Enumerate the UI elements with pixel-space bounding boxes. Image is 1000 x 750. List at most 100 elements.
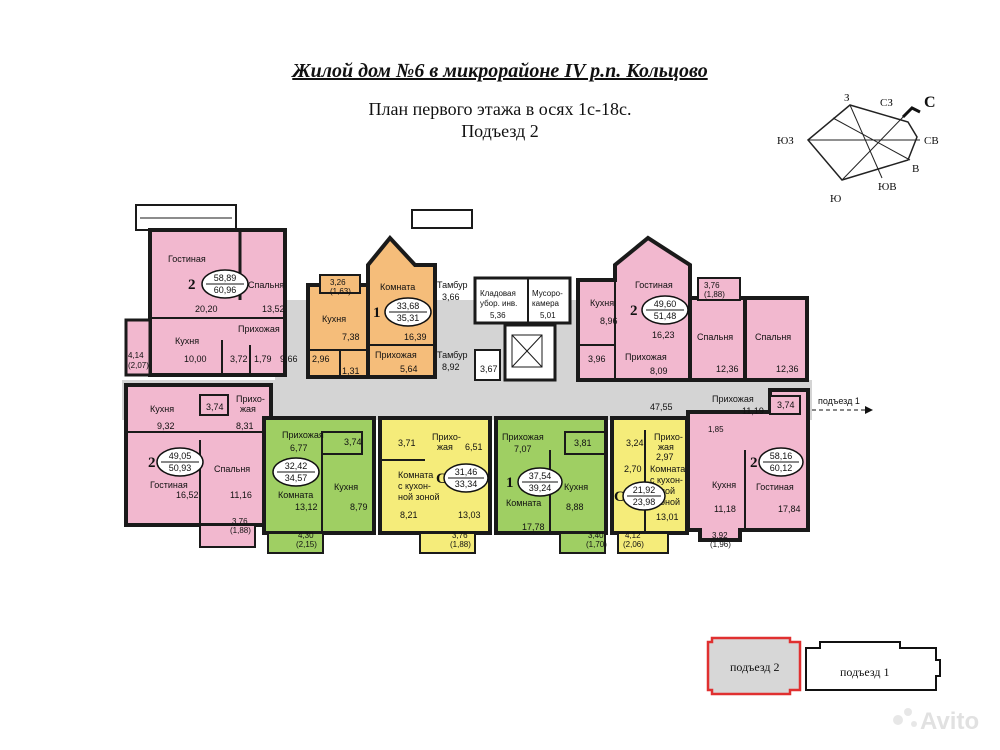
label-musor-1: Мусоро- — [532, 289, 563, 298]
label-kuhnya-orange: Кухня — [322, 314, 346, 324]
label-prihozhaya-2: Прихожая — [375, 350, 417, 360]
svg-text:1: 1 — [506, 475, 514, 491]
area-a9-gost: 17,84 — [778, 504, 801, 514]
area-hall-small: 3,67 — [480, 364, 498, 374]
key-plan-entrance-1[interactable] — [805, 641, 941, 691]
badge-apt-1: 2 58,89 60,96 — [188, 269, 249, 299]
label-gostinaya-9: Гостиная — [756, 482, 794, 492]
apartment-1 — [124, 228, 287, 377]
apartment-badges: 2 58,89 60,96 1 33,68 35,31 2 49,60 51,4… — [148, 269, 804, 511]
label-spalnya-3: Спальня — [697, 332, 733, 342]
svg-text:39,24: 39,24 — [529, 483, 552, 493]
label-kladovaya-2: убор. инв. — [480, 299, 517, 308]
area-a6-komn2: 13,03 — [458, 510, 481, 520]
label-komnata-6c: ной зоной — [398, 492, 440, 502]
area-a5-wc: 3,74 — [344, 437, 362, 447]
key-plan-entrance-2[interactable] — [706, 636, 802, 696]
label-kuhnya-1: Кухня — [175, 336, 199, 346]
label-komnata-8a: Комната — [650, 464, 685, 474]
area-orange-balc: 3,26 — [330, 278, 346, 287]
label-gostinaya-4: Гостиная — [150, 480, 188, 490]
compass-s: Ю — [830, 193, 841, 205]
area-a6-komn: 8,21 — [400, 510, 418, 520]
label-komnata-8c: ной — [660, 486, 675, 496]
area-a9-kuh: 11,18 — [714, 504, 736, 514]
svg-text:35,31: 35,31 — [397, 313, 420, 323]
svg-text:33,68: 33,68 — [397, 301, 420, 311]
area-tambur1: 3,66 — [442, 292, 460, 302]
label-prihozhaya-5: Прихожая — [282, 430, 324, 440]
area-a5-balc: 4,30 — [298, 531, 314, 540]
key-plan-label-1: подъезд 1 — [840, 665, 890, 679]
entrance-1-arrow: подъезд 1 — [812, 396, 873, 414]
apartment-3 — [576, 235, 747, 382]
area-a8-wc: 3,24 — [626, 438, 644, 448]
area-orange-kuh: 7,38 — [342, 332, 360, 342]
label-prihozhaya-3: Прихожая — [625, 352, 667, 362]
badge-apt-3: 2 49,60 51,48 — [630, 295, 689, 325]
area-musor: 5,01 — [540, 311, 556, 320]
svg-text:58,16: 58,16 — [770, 451, 793, 461]
area-a9-wc: 3,74 — [777, 400, 795, 410]
area-a8-pr: 2,97 — [656, 452, 674, 462]
label-prihozhaya-9: Прихожая — [712, 394, 754, 404]
svg-text:51,48: 51,48 — [654, 311, 677, 321]
area-a1-pr: 9,66 — [280, 354, 298, 364]
label-spalnya-4: Спальня — [214, 464, 250, 474]
area-a4-balc: 3,76 — [232, 517, 248, 526]
area-a4-pr: 8,31 — [236, 421, 254, 431]
area-a6-balc: 3,76 — [452, 531, 468, 540]
svg-text:С: С — [614, 489, 625, 505]
avito-watermark: Avito — [893, 708, 979, 735]
area-a6-wc: 3,71 — [398, 438, 416, 448]
area-klad: 5,36 — [490, 311, 506, 320]
area-a7-pr: 7,07 — [514, 444, 532, 454]
svg-text:37,54: 37,54 — [529, 471, 552, 481]
label-kuhnya-4: Кухня — [150, 404, 174, 414]
area-a5-pr: 6,77 — [290, 443, 308, 453]
area-a3-balc2: (1,88) — [704, 290, 725, 299]
svg-text:33,34: 33,34 — [455, 479, 478, 489]
key-plan[interactable]: подъезд 2 подъезд 1 — [706, 636, 941, 696]
area-a5-kuh: 8,79 — [350, 502, 368, 512]
area-a7-balc2: (1,70) — [586, 540, 607, 549]
badge-apt-5: 32,42 34,57 — [272, 457, 320, 487]
svg-text:23,98: 23,98 — [633, 497, 656, 507]
area-orange-balc2: (1,63) — [330, 287, 351, 296]
svg-text:49,60: 49,60 — [654, 299, 677, 309]
apartment-8 — [610, 416, 689, 554]
area-a3-pr2: 8,09 — [650, 366, 668, 376]
label-kuhnya-5: Кухня — [334, 482, 358, 492]
compass-north: С — [924, 94, 936, 111]
label-spalnya-3b: Спальня — [755, 332, 791, 342]
area-a4-balc2: (1,88) — [230, 526, 251, 535]
svg-text:2: 2 — [148, 455, 156, 471]
area-a3-wc: 3,96 — [588, 354, 606, 364]
label-spalnya-1: Спальня — [248, 280, 284, 290]
label-prihozhaya-1: Прихожая — [238, 324, 280, 334]
area-a4-spal: 11,16 — [230, 490, 252, 500]
compass-nw: СЗ — [880, 97, 893, 109]
label-komnata-8d: зоной — [656, 497, 680, 507]
area-a3-pr: 16,23 — [652, 330, 675, 340]
area-a1-spal: 13,52 — [262, 304, 285, 314]
label-komnata-8b: с кухон- — [650, 475, 683, 485]
area-a3-balc: 3,76 — [704, 281, 720, 290]
svg-text:Avito: Avito — [920, 708, 979, 735]
area-a5-komn: 13,12 — [295, 502, 318, 512]
plan-title: Жилой дом №6 в микрорайоне IV р.п. Кольц… — [292, 60, 708, 82]
area-a1-wc2: 1,79 — [254, 354, 272, 364]
area-a9-balc2: (1,96) — [710, 540, 731, 549]
area-a4-kuh: 9,32 — [157, 421, 175, 431]
area-a9-wc2: 1,85 — [708, 425, 724, 434]
label-kuhnya-7: Кухня — [564, 482, 588, 492]
badge-apt-6: С 31,46 33,34 — [436, 463, 489, 493]
svg-text:1: 1 — [373, 305, 381, 321]
area-a6-balc2: (1,88) — [450, 540, 471, 549]
area-a8-komn: 13,01 — [656, 512, 679, 522]
svg-text:2: 2 — [188, 277, 196, 293]
label-musor-2: камера — [532, 299, 560, 308]
compass-se: ЮВ — [878, 181, 897, 193]
badge-apt-4: 2 49,05 50,93 — [148, 447, 204, 477]
